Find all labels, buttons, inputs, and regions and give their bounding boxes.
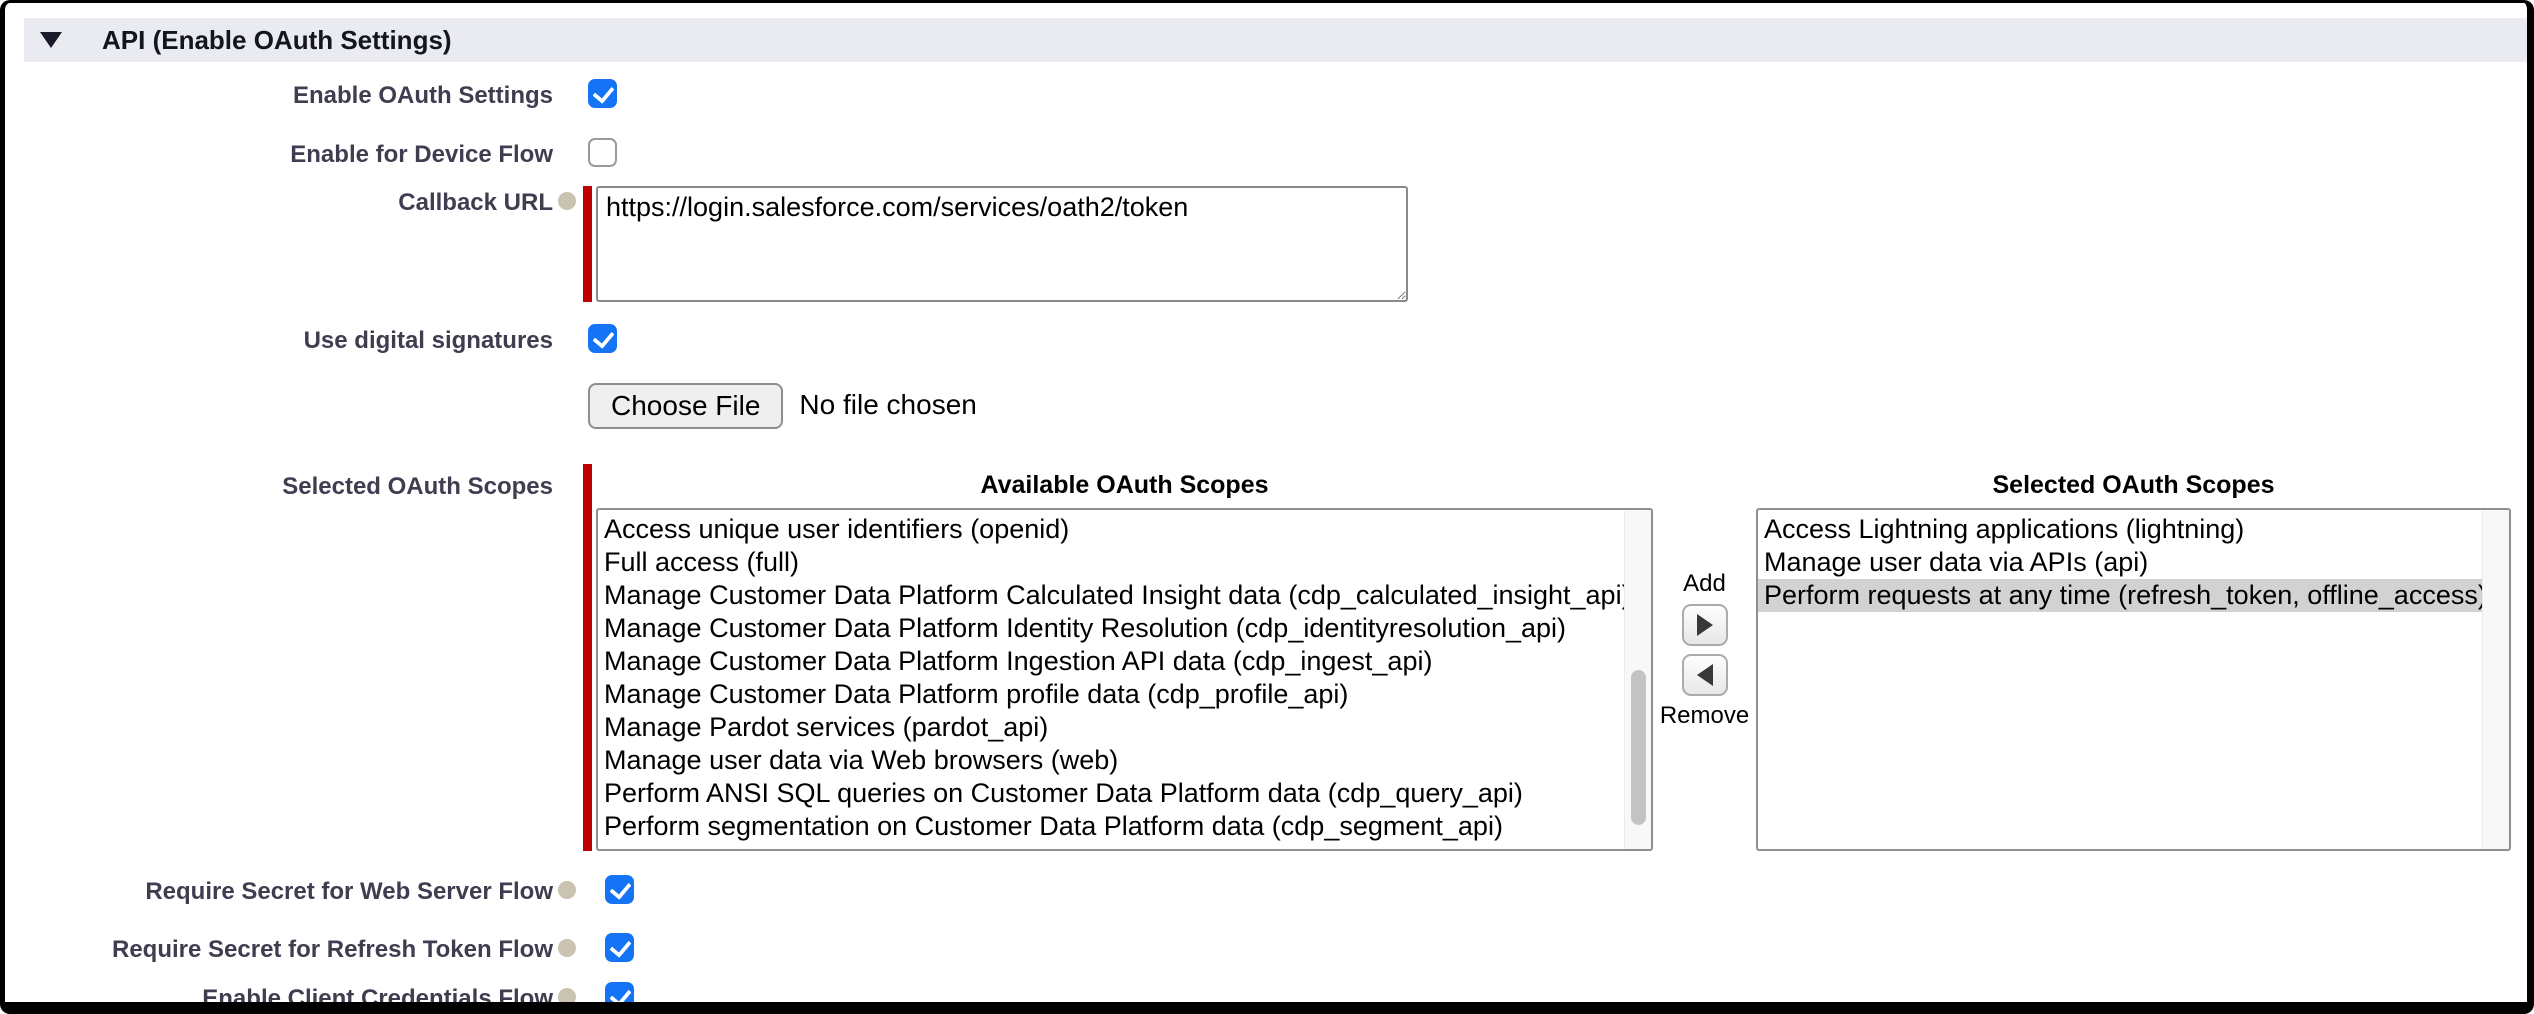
file-status-text: No file chosen (799, 389, 977, 420)
scope-option[interactable]: Manage Pardot services (pardot_api) (604, 712, 1049, 742)
scope-option[interactable]: Perform segmentation on Customer Data Pl… (604, 811, 1503, 841)
callback-url-input[interactable]: https://login.salesforce.com/services/oa… (596, 186, 1408, 302)
scope-option[interactable]: Full access (full) (604, 547, 800, 577)
section-title: API (Enable OAuth Settings) (102, 24, 452, 55)
refresh-token-flow-checkbox[interactable] (605, 933, 634, 962)
scope-option[interactable]: Perform ANSI SQL queries on Customer Dat… (604, 778, 1523, 808)
choose-file-button[interactable]: Choose File (588, 383, 784, 429)
row-refresh-token-flow: Require Secret for Refresh Token Flow (5, 933, 2527, 965)
scope-option[interactable]: Manage Customer Data Platform Identity R… (604, 613, 1566, 643)
add-remove-controls: Add Remove (1653, 508, 1756, 851)
remove-label: Remove (1659, 702, 1750, 729)
device-flow-label: Enable for Device Flow (290, 141, 553, 168)
remove-scope-button[interactable] (1681, 654, 1728, 696)
row-certificate-upload: Choose File No file chosen (5, 383, 2527, 429)
required-field-bar (583, 186, 592, 302)
scope-option[interactable]: Manage user data via APIs (api) (1764, 547, 2149, 577)
scrollbar-track[interactable] (1624, 510, 1651, 849)
help-icon[interactable] (558, 939, 576, 957)
row-enable-oauth: Enable OAuth Settings (5, 79, 2527, 111)
scope-option[interactable]: Manage Customer Data Platform Calculated… (604, 580, 1631, 610)
row-oauth-scopes: Selected OAuth Scopes Available OAuth Sc… (5, 464, 2527, 851)
required-field-bar (583, 464, 592, 851)
client-credentials-flow-label-text: Enable Client Credentials Flow (202, 985, 553, 1012)
scope-option[interactable]: Manage user data via Web browsers (web) (604, 745, 1119, 775)
selected-scopes-header: Selected OAuth Scopes (1992, 471, 2275, 499)
help-icon[interactable] (558, 988, 576, 1002)
add-label: Add (1683, 570, 1726, 597)
refresh-token-flow-label: Require Secret for Refresh Token Flow (5, 933, 576, 965)
arrow-right-icon (1696, 614, 1713, 636)
refresh-token-flow-label-text: Require Secret for Refresh Token Flow (112, 936, 553, 963)
add-scope-button[interactable] (1681, 604, 1728, 646)
digital-signatures-label: Use digital signatures (303, 327, 553, 354)
help-icon[interactable] (558, 881, 576, 899)
scope-option[interactable]: Manage Customer Data Platform Ingestion … (604, 646, 1433, 676)
collapse-section-icon[interactable] (40, 32, 62, 48)
section-header: API (Enable OAuth Settings) (24, 18, 2527, 62)
scrollbar-track[interactable] (2482, 510, 2509, 849)
help-icon[interactable] (558, 192, 576, 210)
enable-oauth-label: Enable OAuth Settings (292, 82, 553, 109)
row-client-credentials-flow: Enable Client Credentials Flow (5, 982, 2527, 1012)
web-server-flow-checkbox[interactable] (605, 875, 634, 904)
client-credentials-flow-label: Enable Client Credentials Flow (5, 982, 576, 1012)
enable-oauth-checkbox[interactable] (588, 79, 617, 108)
row-callback-url: Callback URL https://login.salesforce.co… (5, 186, 2527, 302)
scope-option[interactable]: Manage Customer Data Platform profile da… (604, 679, 1349, 709)
web-server-flow-label-text: Require Secret for Web Server Flow (145, 878, 553, 905)
arrow-left-icon (1696, 664, 1713, 686)
web-server-flow-label: Require Secret for Web Server Flow (5, 875, 576, 907)
scrollbar-thumb[interactable] (1631, 670, 1646, 825)
row-web-server-flow: Require Secret for Web Server Flow (5, 875, 2527, 907)
available-scopes-listbox[interactable]: Access unique user identifiers (openid)F… (596, 508, 1653, 851)
scope-option[interactable]: Access Lightning applications (lightning… (1764, 514, 2245, 544)
row-digital-signatures: Use digital signatures (5, 324, 2527, 356)
callback-url-label-text: Callback URL (398, 189, 553, 216)
dual-list-spacer (1653, 464, 1756, 508)
scope-option[interactable]: Perform requests at any time (refresh_to… (1758, 579, 2509, 612)
scope-option[interactable]: Access unique user identifiers (openid) (604, 514, 1070, 544)
client-credentials-flow-checkbox[interactable] (605, 982, 634, 1002)
certificate-upload-label-spacer (5, 383, 553, 385)
device-flow-checkbox[interactable] (588, 138, 617, 167)
selected-scopes-listbox[interactable]: Access Lightning applications (lightning… (1756, 508, 2511, 851)
row-device-flow: Enable for Device Flow (5, 138, 2527, 170)
available-scopes-header: Available OAuth Scopes (980, 471, 1269, 499)
callback-url-label: Callback URL (5, 186, 576, 218)
dual-listbox: Available OAuth Scopes Selected OAuth Sc… (596, 464, 2511, 851)
oauth-scopes-label: Selected OAuth Scopes (282, 473, 553, 500)
digital-signatures-checkbox[interactable] (588, 324, 617, 353)
